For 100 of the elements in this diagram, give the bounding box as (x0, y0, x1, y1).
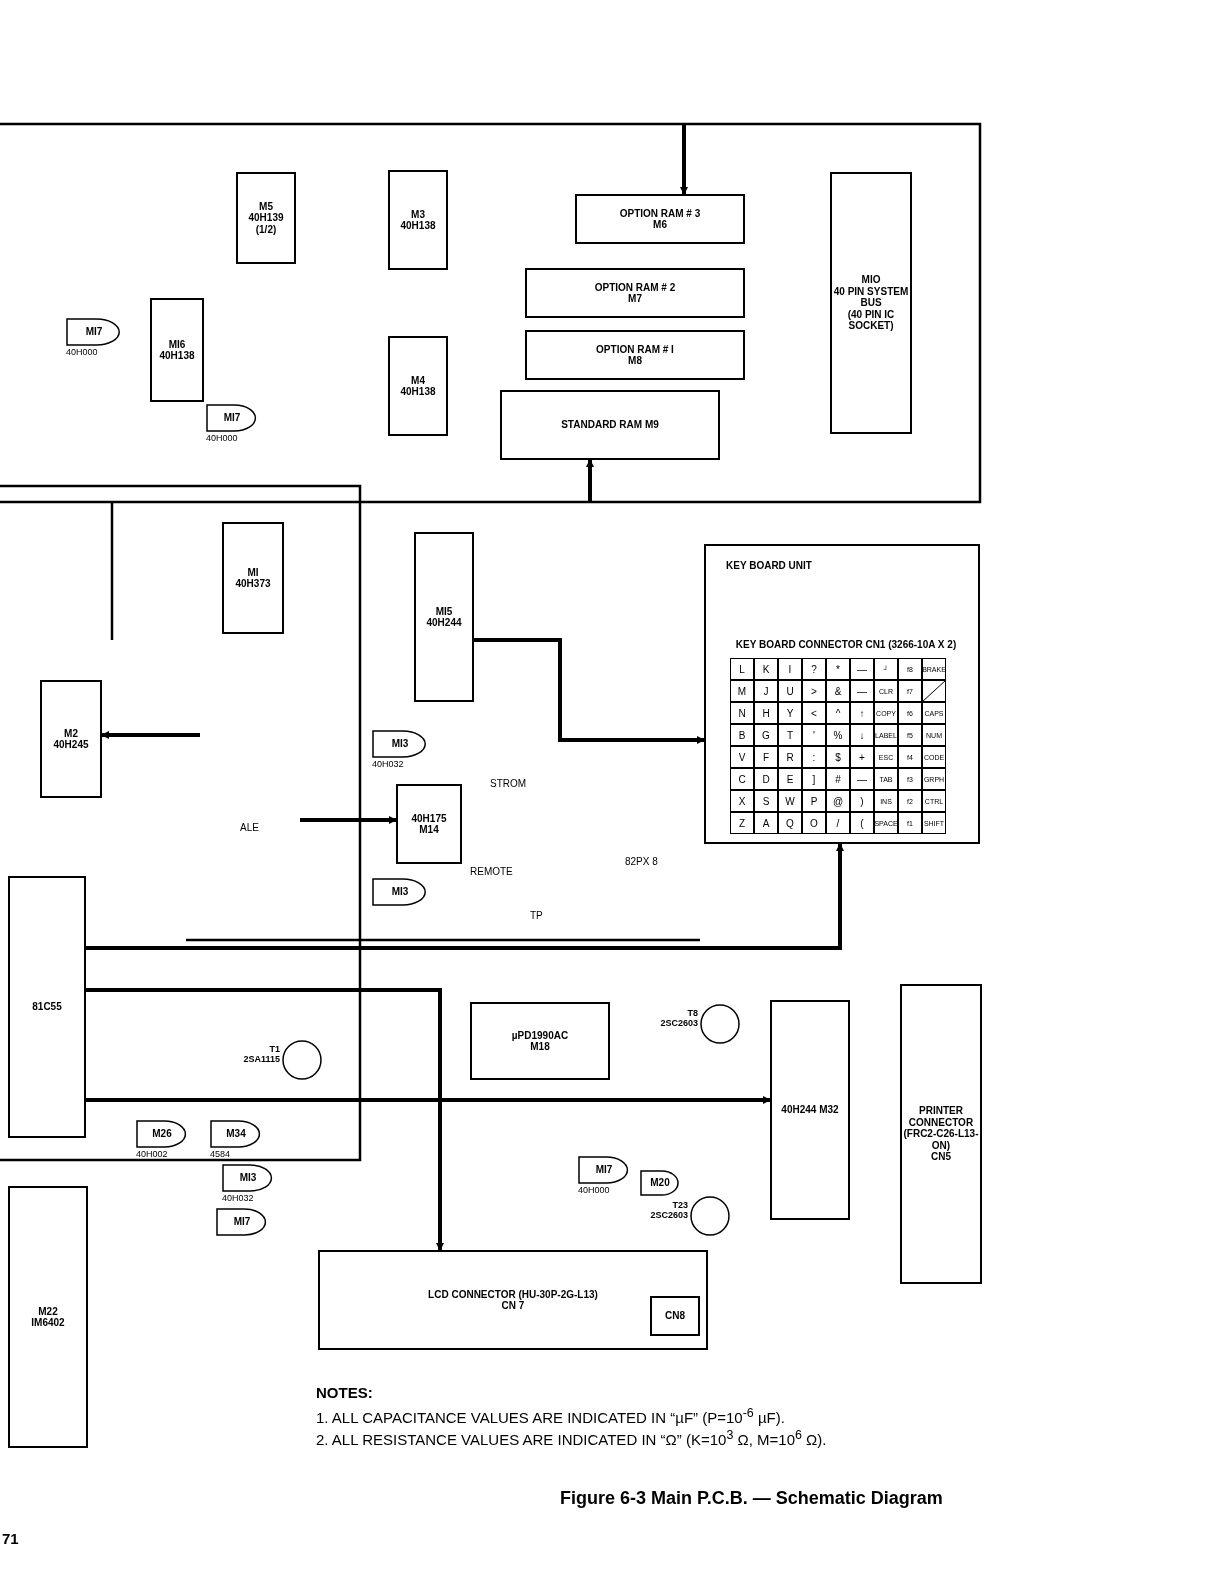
chip-label: CN5 (931, 1151, 951, 1163)
ic-chip (236, 172, 296, 264)
logic-gate (640, 1170, 680, 1196)
key-cap: : (802, 746, 826, 768)
key-cap: ] (802, 768, 826, 790)
ic-chip (222, 522, 284, 634)
chip-label: LCD CONNECTOR (HU-30P-2G-L13) (428, 1288, 598, 1300)
key-cap: + (850, 746, 874, 768)
chip-label: CN8 (665, 1310, 685, 1322)
ic-chip (414, 532, 474, 702)
key-cap: G (754, 724, 778, 746)
chip-label: MI3 (239, 1172, 257, 1184)
ic-chip (470, 1002, 610, 1080)
key-cap: ↑ (850, 702, 874, 724)
key-cap: ( (850, 812, 874, 834)
key-cap: Q (778, 812, 802, 834)
chip-label: MI (247, 566, 259, 578)
key-cap: S (754, 790, 778, 812)
chip-label: M5 (259, 200, 273, 213)
key-cap: % (826, 724, 850, 746)
chip-label: M20 (650, 1177, 670, 1189)
chip-label: M7 (628, 293, 642, 305)
key-cap: & (826, 680, 850, 702)
chip-label: KEY BOARD UNIT (726, 560, 812, 572)
chip-label: 40H175 (411, 812, 447, 824)
key-cap: B (730, 724, 754, 746)
part-number: 4584 (210, 1149, 231, 1159)
part-number: 40H032 (372, 759, 404, 769)
chip-label: M26 (152, 1128, 172, 1140)
logic-gate (66, 318, 122, 346)
part-label: T8 (686, 1008, 698, 1019)
chip-label: KEY BOARD CONNECTOR CN1 (3266-10A X 2) (735, 639, 957, 651)
ic-chip (830, 172, 912, 434)
part-number: 40H032 (222, 1193, 254, 1203)
key-cap: @ (826, 790, 850, 812)
chip-label: 81C55 (32, 1001, 62, 1013)
ic-chip (388, 336, 448, 436)
part-label: 2SA1115 (243, 1054, 280, 1065)
logic-gate (210, 1120, 262, 1148)
key-cap: D (754, 768, 778, 790)
ic-chip (40, 680, 102, 798)
bus-arrow (86, 843, 844, 950)
bus-arrow (86, 988, 444, 1251)
part-number: 40H000 (206, 433, 238, 443)
key-cap: ? (802, 658, 826, 680)
bus-arrow (86, 1096, 771, 1104)
ic-chip (388, 170, 448, 270)
ic-chip (900, 984, 982, 1284)
bus-arrow (474, 638, 705, 744)
chip-label: M8 (628, 355, 642, 367)
key-cap: C (730, 768, 754, 790)
key-cap: Z (730, 812, 754, 834)
ic-chip (575, 194, 745, 244)
key-cap: N (730, 702, 754, 724)
ic-chip (650, 1296, 700, 1336)
chip-label: M3 (411, 208, 425, 220)
key-cap: P (802, 790, 826, 812)
chip-label: M34 (226, 1128, 246, 1140)
ic-chip (318, 1250, 708, 1350)
key-cap: K (754, 658, 778, 680)
part-number: 40H002 (136, 1149, 168, 1159)
key-cap: L (730, 658, 754, 680)
key-cap: / (826, 812, 850, 834)
pin-label: 82PX 8 (625, 856, 658, 867)
key-cap: ^ (826, 702, 850, 724)
key-cap: R (778, 746, 802, 768)
chip-label: (40 PIN IC SOCKET) (846, 308, 896, 332)
key-cap: U (778, 680, 802, 702)
bus-arrow (680, 124, 688, 195)
chip-label: M4 (411, 374, 425, 386)
pin-label: TP (530, 910, 543, 921)
key-cap: ' (802, 724, 826, 746)
chip-label: OPTION RAM # 3 (619, 207, 701, 219)
ic-chip (770, 1000, 850, 1220)
chip-label: 40H244 M32 (781, 1104, 839, 1116)
chip-label: 40H139 (1/2) (247, 212, 285, 236)
ic-chip (396, 784, 462, 864)
ic-chip (500, 390, 720, 460)
logic-gate (222, 1164, 274, 1192)
key-cap: O (802, 812, 826, 834)
chip-label: MI3 (391, 738, 409, 750)
chip-label: MI3 (391, 886, 409, 898)
pin-label: ALE (240, 822, 259, 833)
chip-label: 40 PIN SYSTEM BUS (832, 285, 910, 309)
chip-label: OPTION RAM # 2 (594, 281, 676, 293)
logic-gate (136, 1120, 188, 1148)
chip-label: 40H138 (400, 386, 436, 398)
note-text: 1. ALL CAPACITANCE VALUES ARE INDICATED IN “µF” (P=10$^{-6}$ µF). (316, 1406, 785, 1426)
chip-label: PRINTER CONNECTOR (FRC2-C26-L13-ON) (902, 1105, 980, 1152)
key-cap: — (850, 680, 874, 702)
ic-chip (8, 876, 86, 1138)
bus-arrow (300, 816, 397, 824)
key-cap: ) (850, 790, 874, 812)
key-cap: — (850, 768, 874, 790)
key-cap: A (754, 812, 778, 834)
ic-chip (525, 268, 745, 318)
key-cap: # (826, 768, 850, 790)
chip-label: STANDARD RAM M9 (561, 419, 659, 431)
ic-chip (704, 544, 980, 844)
key-cap: X (730, 790, 754, 812)
